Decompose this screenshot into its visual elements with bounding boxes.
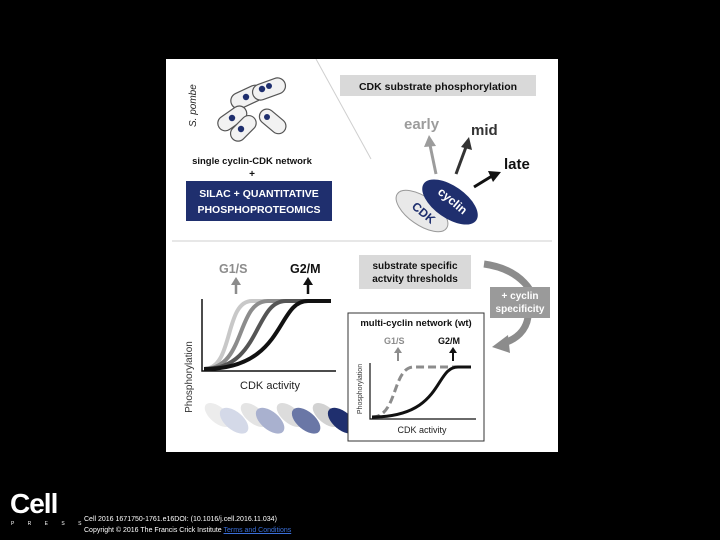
inset-box bbox=[347, 312, 485, 442]
citation-line2: Copyright © 2016 The Francis Crick Insti… bbox=[84, 525, 291, 536]
cyclin-cdk-variants-icon bbox=[204, 403, 357, 434]
copyright-text: Copyright © 2016 The Francis Crick Insti… bbox=[84, 527, 222, 534]
inset-g2m-arrowhead bbox=[449, 347, 457, 353]
network-label: single cyclin-CDK network bbox=[192, 156, 313, 167]
inset-g1s-label: G1/S bbox=[384, 336, 405, 346]
graphical-abstract: S. pombe single cyclin-CDK network + SIL… bbox=[166, 59, 558, 452]
specificity-line2: specificity bbox=[496, 304, 545, 315]
g2m-label: G2/M bbox=[290, 262, 321, 276]
threshold-line1: substrate specific bbox=[372, 261, 457, 272]
inset-g1s-arrowhead bbox=[394, 347, 402, 353]
threshold-line2: actvity thresholds bbox=[372, 274, 458, 285]
cell-press-subtext: P R E S S bbox=[11, 521, 88, 527]
late-arrow bbox=[473, 174, 493, 189]
mid-arrow bbox=[454, 146, 468, 175]
terms-link[interactable]: Terms and Conditions bbox=[223, 527, 292, 534]
mid-label: mid bbox=[471, 122, 498, 139]
curve-late bbox=[203, 299, 331, 371]
x-axis-label: CDK activity bbox=[240, 380, 300, 392]
inset-curve-g2m bbox=[371, 365, 471, 419]
early-arrowhead bbox=[424, 135, 436, 147]
inset-g2m-label: G2/M bbox=[438, 336, 460, 346]
cell-press-logo: Cell bbox=[10, 488, 58, 519]
yeast-cells-icon bbox=[217, 77, 287, 142]
species-label: S. pombe bbox=[188, 84, 199, 127]
header-label: CDK substrate phosphorylation bbox=[359, 81, 517, 93]
inset-y-axis-label: Phosphorylation bbox=[357, 364, 364, 414]
y-axis-label: Phosphorylation bbox=[184, 341, 195, 413]
curved-arrowhead bbox=[492, 335, 510, 353]
abstract-svg: S. pombe single cyclin-CDK network + SIL… bbox=[172, 59, 552, 442]
early-arrow bbox=[428, 144, 438, 175]
late-label: late bbox=[504, 156, 530, 173]
citation: Cell 2016 1671750-1761.e16DOI: (10.1016/… bbox=[84, 514, 291, 536]
curve-latest bbox=[203, 299, 331, 371]
citation-line1: Cell 2016 1671750-1761.e16DOI: (10.1016/… bbox=[84, 516, 277, 523]
g1s-arrowhead bbox=[231, 277, 241, 285]
inset-axes bbox=[369, 363, 476, 420]
method-box bbox=[186, 181, 332, 221]
late-arrowhead bbox=[488, 171, 501, 182]
plot-axes bbox=[201, 299, 336, 372]
mid-arrowhead bbox=[461, 137, 472, 150]
inset-curve-g1s bbox=[371, 365, 466, 419]
diagonal-divider bbox=[315, 59, 372, 160]
method-line2: PHOSPHOPROTEOMICS bbox=[197, 204, 320, 216]
method-line1: SILAC + QUANTITATIVE bbox=[199, 188, 319, 200]
specificity-box bbox=[490, 287, 550, 318]
specificity-line1: + cyclin bbox=[502, 291, 539, 302]
header-box bbox=[340, 75, 536, 96]
inset-title: multi-cyclin network (wt) bbox=[360, 318, 471, 329]
early-label: early bbox=[404, 116, 440, 133]
inset-x-axis-label: CDK activity bbox=[397, 425, 447, 435]
g1s-label: G1/S bbox=[219, 262, 248, 276]
cyclin-cdk-complex: cyclin CDK bbox=[395, 179, 478, 233]
plus-sign: + bbox=[249, 169, 255, 180]
g2m-arrowhead bbox=[303, 277, 313, 285]
threshold-box bbox=[359, 255, 471, 289]
